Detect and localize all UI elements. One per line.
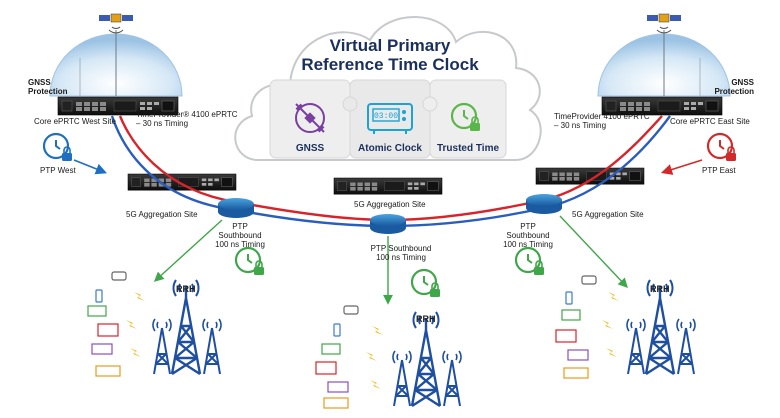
cloud-piece-gnss-label: GNSS bbox=[295, 143, 325, 154]
center-end-devices bbox=[315, 305, 383, 409]
west-aggregation-switch bbox=[218, 198, 254, 218]
west-site-label: Core ePRTC West Site bbox=[34, 117, 116, 126]
east-aggregation-label: 5G Aggregation Site bbox=[572, 210, 644, 219]
west-rrh-label: RRH bbox=[176, 284, 196, 294]
east-rrh-label: RRH bbox=[650, 284, 670, 294]
east-satellite-icon bbox=[647, 13, 681, 34]
west-southbound-label: PTP Southbound 100 ns Timing bbox=[215, 222, 265, 249]
west-aggregation-device bbox=[127, 173, 237, 191]
west-device-label: TimeProvider® 4100 ePRTC – 30 ns Timing bbox=[136, 110, 238, 128]
ptp-east-clock-icon bbox=[706, 132, 738, 163]
center-aggregation-switch bbox=[370, 214, 406, 234]
center-southbound-clock-icon bbox=[410, 268, 442, 299]
east-device-label: TimeProvider 4100 ePRTC – 30 ns Timing bbox=[554, 112, 650, 130]
west-satellite-icon bbox=[99, 13, 133, 34]
center-aggregation-device bbox=[333, 177, 443, 195]
diagram-title-line1: Virtual Primary bbox=[329, 36, 451, 55]
east-southbound-arrow bbox=[559, 215, 628, 289]
diagram-title-line2: Reference Time Clock bbox=[301, 55, 479, 74]
west-end-devices bbox=[87, 271, 145, 377]
ptp-west-clock-icon bbox=[42, 132, 74, 163]
ptp-west-label: PTP West bbox=[40, 166, 76, 175]
west-southbound-clock-icon bbox=[234, 246, 266, 277]
center-rrh-label: RRH bbox=[416, 314, 436, 324]
east-gnss-dome bbox=[597, 30, 731, 97]
east-aggregation-device bbox=[535, 167, 645, 185]
west-southbound-arrow bbox=[153, 219, 223, 282]
west-gnss-protection-label: GNSS Protection bbox=[28, 78, 68, 96]
east-southbound-clock-icon bbox=[514, 246, 546, 277]
atomic-clock-icon: 03:00 bbox=[367, 103, 413, 134]
ptp-west-arrow bbox=[73, 159, 107, 175]
diagram-title: Virtual Primary Reference Time Clock bbox=[270, 36, 510, 74]
ptp-east-arrow bbox=[660, 159, 703, 175]
center-aggregation-label: 5G Aggregation Site bbox=[354, 200, 426, 209]
center-southbound-label: PTP Southbound 100 ns Timing bbox=[370, 244, 432, 262]
east-site-label: Core ePRTC East Site bbox=[670, 117, 750, 126]
east-southbound-label: PTP Southbound 100 ns Timing bbox=[503, 222, 553, 249]
cloud-piece-atomic-clock-label: Atomic Clock bbox=[358, 143, 422, 154]
west-aggregation-label: 5G Aggregation Site bbox=[126, 210, 198, 219]
west-gnss-dome bbox=[49, 30, 183, 97]
west-rrh-tower bbox=[152, 278, 222, 376]
center-rrh-tower bbox=[392, 310, 462, 408]
ptp-east-label: PTP East bbox=[702, 166, 736, 175]
cloud-piece-trusted-time-label: Trusted Time bbox=[436, 143, 500, 154]
atomic-clock-display: 03:00 bbox=[374, 112, 398, 121]
east-aggregation-switch bbox=[526, 194, 562, 214]
east-end-devices bbox=[555, 275, 619, 379]
east-gnss-protection-label: GNSS Protection bbox=[714, 78, 754, 96]
east-rrh-tower bbox=[626, 278, 696, 376]
